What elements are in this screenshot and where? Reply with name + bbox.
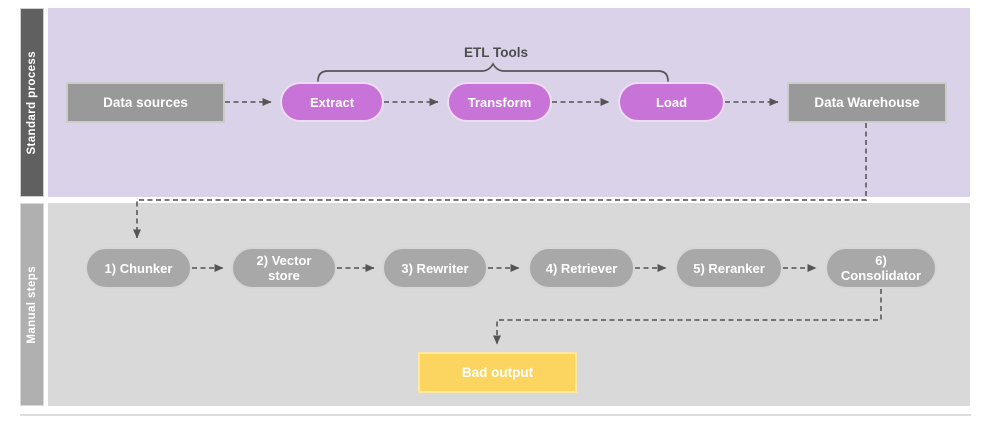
node-vector-store: 2) Vector store bbox=[231, 247, 337, 289]
node-load: Load bbox=[618, 82, 725, 122]
lane-label-manual-steps: Manual steps bbox=[20, 203, 44, 406]
bottom-divider-line bbox=[20, 414, 971, 416]
node-bad-output: Bad output bbox=[418, 352, 577, 393]
etl-tools-label: ETL Tools bbox=[464, 45, 528, 60]
node-consolidator: 6) Consolidator bbox=[825, 247, 937, 289]
node-rewriter: 3) Rewriter bbox=[382, 247, 488, 289]
node-extract: Extract bbox=[280, 82, 384, 122]
node-retriever: 4) Retriever bbox=[528, 247, 635, 289]
lane-label-standard-process: Standard process bbox=[20, 8, 44, 197]
node-data-warehouse: Data Warehouse bbox=[787, 82, 947, 123]
node-reranker: 5) Reranker bbox=[675, 247, 783, 289]
node-chunker: 1) Chunker bbox=[85, 247, 192, 289]
node-data-sources: Data sources bbox=[66, 82, 225, 123]
lane-label-manual-steps-text: Manual steps bbox=[26, 265, 38, 344]
lane-label-standard-process-text: Standard process bbox=[26, 50, 38, 155]
node-transform: Transform bbox=[447, 82, 552, 122]
